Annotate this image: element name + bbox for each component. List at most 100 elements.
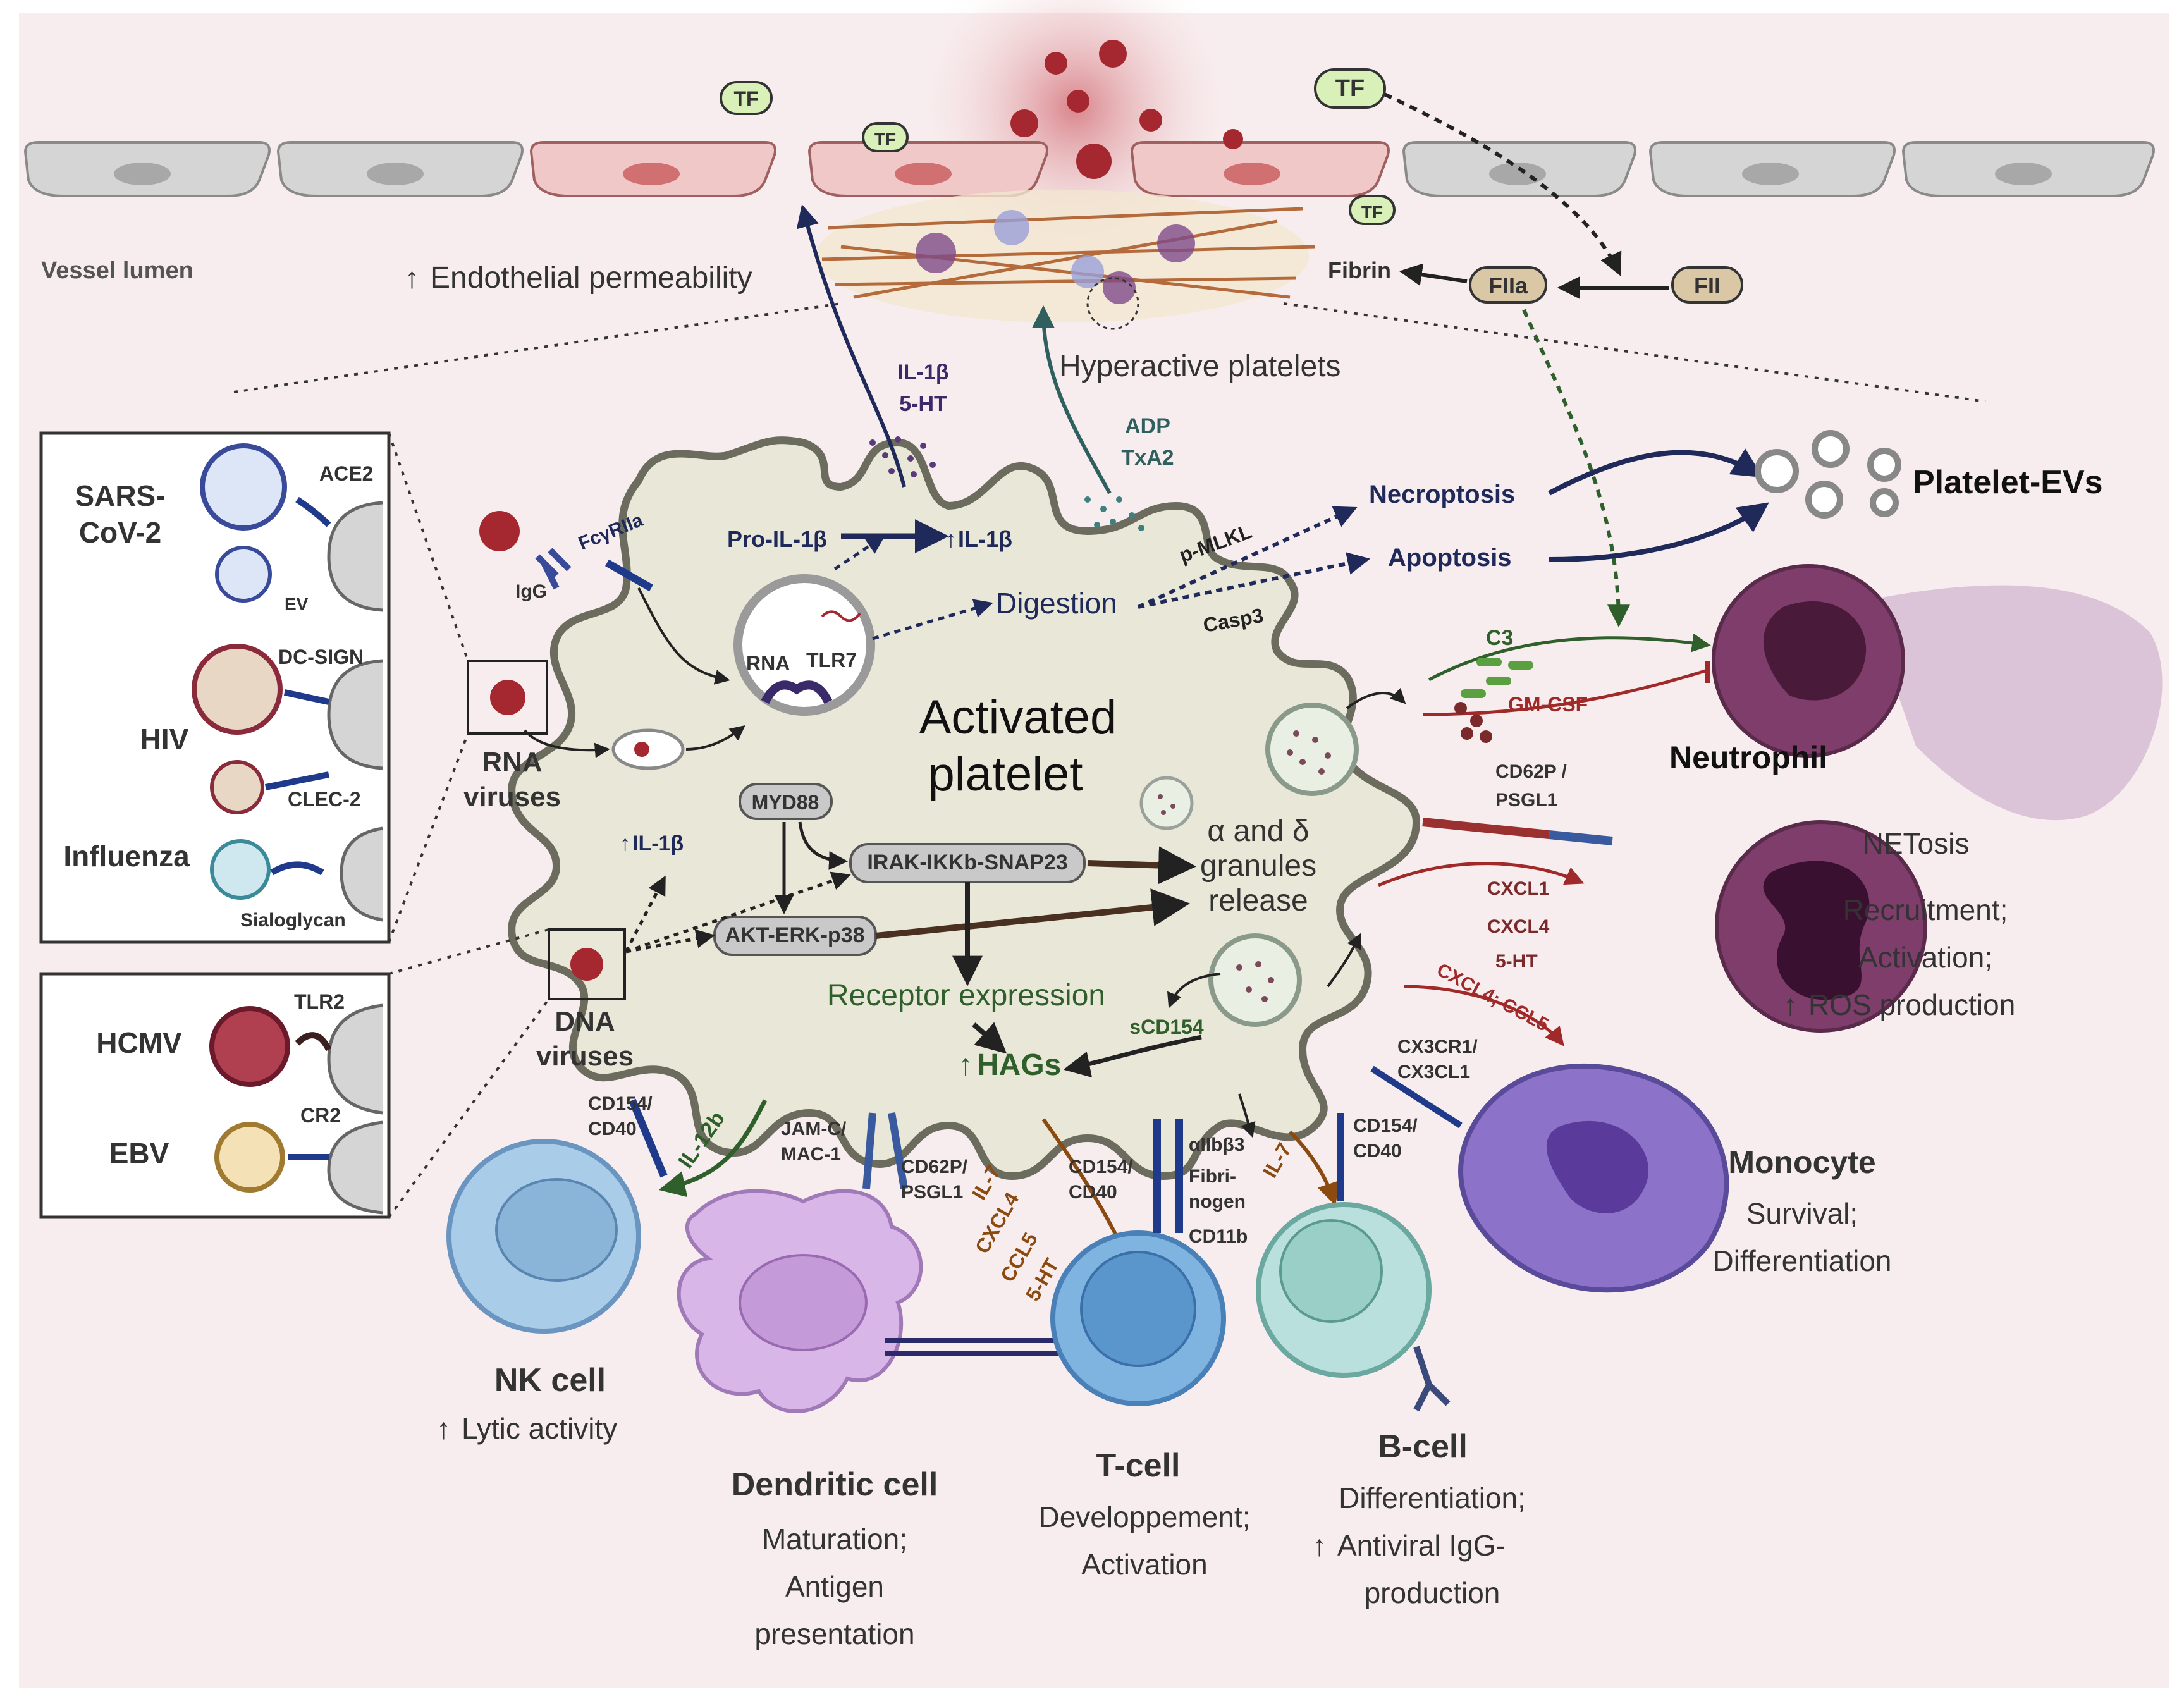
netosis-label: NETosis: [1863, 827, 1970, 860]
dendritic-effect-1: Maturation;: [762, 1523, 907, 1556]
fibrin-label: Fibrin: [1328, 257, 1391, 283]
dna-virus-box: [548, 928, 626, 1000]
arrow-up-ros: ↑: [1783, 988, 1798, 1021]
monocyte-effect-2: Differentiation: [1713, 1244, 1892, 1277]
arrow-up-igg: ↑: [1312, 1529, 1327, 1562]
c3-icons: [1461, 658, 1533, 698]
sars-label-2: CoV-2: [79, 516, 161, 549]
rna-viruses-label-1: RNA: [482, 747, 542, 778]
tcell-effect-2: Activation: [1081, 1548, 1207, 1581]
arrow-up-permeability: ↑: [405, 261, 419, 294]
dendritic-name: Dendritic cell: [732, 1466, 938, 1503]
adp-label: ADP: [1125, 414, 1170, 438]
inset-lines-dna: [388, 928, 550, 1218]
granule-2: [1139, 776, 1194, 830]
endosome: [733, 574, 875, 716]
igg-icon: [535, 548, 572, 590]
platelet-ev-icons: [1755, 430, 1901, 519]
arrow-up-il1b-2: ↑: [620, 832, 630, 856]
rna-viruses-label-2: viruses: [463, 782, 561, 813]
dc-sign-label: DC-SIGN: [278, 646, 364, 668]
dc-tcell-synapse: [885, 1338, 1062, 1356]
ace2-label: ACE2: [319, 462, 373, 485]
arrow-up-hags: ↑: [958, 1048, 973, 1082]
myd88-label: MYD88: [752, 791, 819, 814]
psgl1-receptor: [1549, 830, 1613, 845]
influenza-label: Influenza: [63, 840, 190, 873]
jam-c-label: JAM-C/: [781, 1119, 847, 1139]
clec2-label: CLEC-2: [288, 788, 361, 811]
thrombus: [816, 190, 1316, 330]
tlr7-receptor: [761, 680, 833, 704]
pro-il1b-label: Pro-IL-1β: [727, 526, 827, 552]
inset-virus-icons: [192, 443, 290, 1193]
endothelial-permeability-label: Endothelial permeability: [430, 261, 752, 295]
zoom-line-right: [1283, 302, 1986, 403]
rna-label: RNA: [746, 652, 790, 675]
arrow-up-il1b: ↑: [945, 526, 957, 552]
akt-label: AKT-ERK-p38: [725, 923, 864, 947]
nk-nucleus: [495, 1178, 618, 1282]
tf-label-3: TF: [1335, 75, 1365, 102]
granules-label-3: release: [1208, 884, 1308, 917]
ebv-label: EBV: [109, 1137, 169, 1170]
irak-label: IRAK-IKKb-SNAP23: [867, 850, 1067, 874]
receptor-expression-label: Receptor expression: [827, 979, 1105, 1012]
fii-label: FII: [1694, 273, 1721, 298]
necroptosis-label: Necroptosis: [1369, 481, 1515, 508]
inset-receptors: [265, 496, 332, 1160]
dendritic-nucleus: [739, 1254, 868, 1351]
b-cell-nucleus: [1279, 1219, 1383, 1323]
cd62p-receptor: [1422, 818, 1550, 839]
igg-virus-icon: [479, 511, 520, 551]
nk-cell-name: NK cell: [494, 1362, 606, 1399]
fcgr-receptor: [605, 559, 653, 592]
tcell-name: T-cell: [1096, 1447, 1181, 1484]
neutrophil-effect-2: Activation;: [1858, 941, 1992, 974]
bcell-receptor-label-2: CD40: [1353, 1141, 1402, 1162]
fii-pill: [1671, 266, 1743, 304]
gmcsf-label: GM-CSF: [1508, 693, 1588, 716]
neutrophil-nucleus: [1763, 601, 1867, 701]
sialoglycan-label: Sialoglycan: [240, 910, 346, 931]
b-cell-antibody-icon: [1413, 1346, 1451, 1412]
dna-viruses-label-1: DNA: [555, 1006, 615, 1037]
bcell-effect-2: Antiviral IgG-: [1337, 1529, 1506, 1562]
dendritic-effect-3: presentation: [754, 1617, 914, 1650]
tf-pills: [720, 68, 1396, 225]
hiv-label: HIV: [140, 723, 189, 756]
hyperactive-platelets-label: Hyperactive platelets: [1059, 350, 1341, 383]
t-cell-nucleus: [1080, 1251, 1196, 1367]
cx3cl1-label: CX3CL1: [1397, 1062, 1470, 1083]
igg-label: IgG: [515, 581, 547, 602]
apoptosis-label: Apoptosis: [1388, 544, 1512, 572]
granules-label-2: granules: [1200, 849, 1316, 883]
granule-dots: [1158, 730, 1331, 1002]
bcell-effect-3: production: [1365, 1576, 1500, 1609]
top-virus-icons: [1010, 40, 1243, 179]
secretion-dots: [869, 436, 936, 477]
5ht-neutrophil-label: 5-HT: [1495, 951, 1538, 972]
hcmv-label: HCMV: [96, 1026, 182, 1059]
net-cloud: [1865, 585, 2163, 821]
gmcsf-icons: [1454, 702, 1492, 743]
arrows: [524, 87, 1769, 1275]
rna-virus-icon: [490, 680, 525, 715]
platelet-title-1: Activated: [919, 690, 1117, 744]
monocyte-effect-1: Survival;: [1746, 1197, 1858, 1230]
rna-strand: [821, 610, 861, 622]
tcell-receptor-label-2: CD40: [1069, 1182, 1117, 1203]
txa2-label: TxA2: [1121, 446, 1174, 470]
tcell-receptor-label-1: CD154/: [1069, 1157, 1133, 1177]
adp-dots: [1084, 496, 1144, 531]
inset-lines-rna: [388, 433, 469, 943]
monocyte-nucleus: [1546, 1120, 1649, 1213]
cd11b-label: CD11b: [1189, 1226, 1248, 1247]
tf-label-2: TF: [874, 130, 896, 149]
tf-label-4: TF: [1361, 202, 1383, 222]
psgl1-label-2: PSGL1: [901, 1182, 963, 1203]
dendritic-receptors: [862, 1112, 908, 1189]
cr2-label: CR2: [300, 1104, 341, 1127]
il1b-up-label-2: IL-1β: [632, 832, 684, 856]
